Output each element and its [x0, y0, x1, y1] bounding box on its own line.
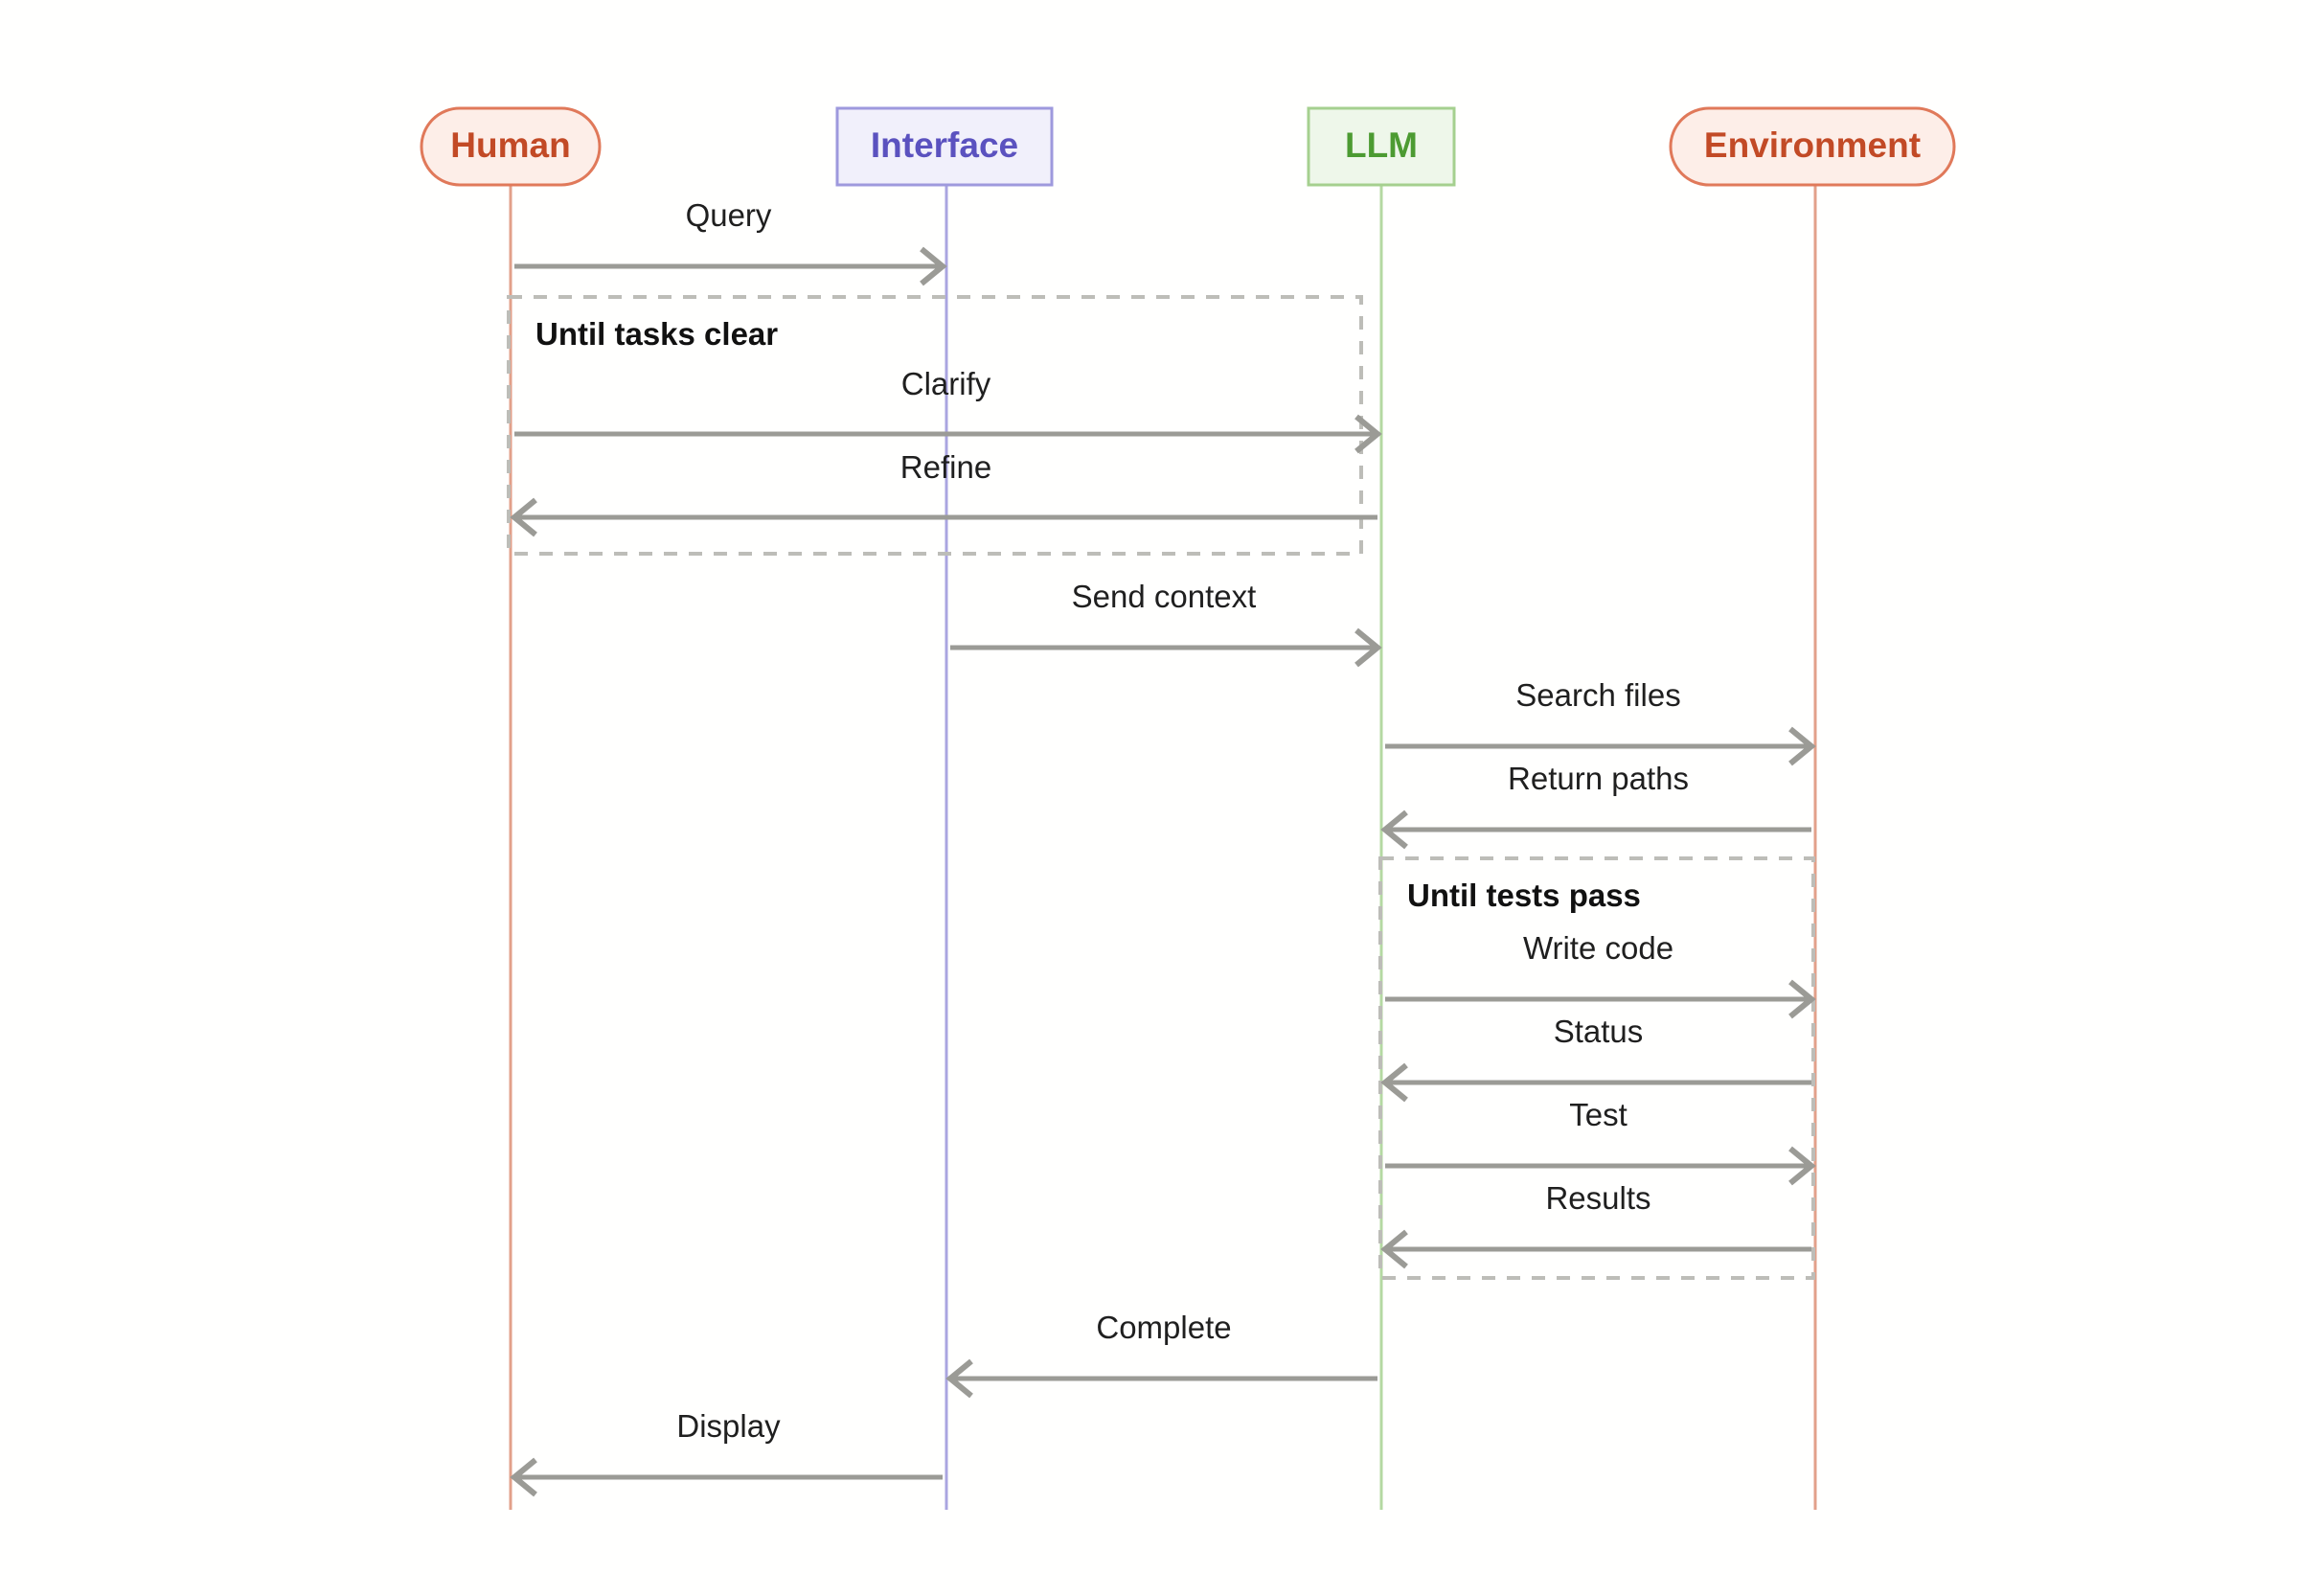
message-m6: Return paths: [1380, 761, 1811, 850]
message-arrowhead-m2: [1354, 414, 1382, 454]
message-arrowhead-m3: [510, 497, 537, 537]
message-label-m3: Refine: [900, 449, 991, 485]
message-m8: Status: [1380, 1014, 1811, 1103]
message-arrowhead-m6: [1380, 809, 1408, 850]
loop-label-loop-tasks-clear: Until tasks clear: [535, 316, 778, 352]
message-m11: Complete: [945, 1310, 1377, 1399]
message-m5: Search files: [1385, 677, 1816, 766]
message-label-m1: Query: [686, 197, 772, 233]
message-label-m9: Test: [1569, 1097, 1628, 1132]
message-label-m11: Complete: [1096, 1310, 1231, 1345]
message-label-m12: Display: [676, 1408, 781, 1444]
message-label-m2: Clarify: [901, 366, 991, 401]
actor-llm[interactable]: LLM: [1307, 106, 1456, 187]
message-m4: Send context: [950, 579, 1382, 668]
message-label-m4: Send context: [1072, 579, 1257, 614]
message-arrowhead-m8: [1380, 1062, 1408, 1103]
message-m7: Write code: [1385, 930, 1816, 1019]
actor-box-environment[interactable]: [1669, 106, 1956, 187]
message-m10: Results: [1380, 1180, 1811, 1269]
loop-label-loop-tests-pass: Until tests pass: [1407, 878, 1641, 913]
actor-box-llm[interactable]: [1307, 106, 1456, 187]
message-arrowhead-m10: [1380, 1229, 1408, 1269]
actor-label-human: Human: [450, 125, 570, 165]
message-arrowhead-m9: [1788, 1146, 1816, 1186]
actor-human[interactable]: Human: [420, 106, 602, 187]
message-label-m7: Write code: [1523, 930, 1673, 966]
message-arrowhead-m11: [945, 1358, 973, 1399]
loop-fragment-box-loop-tasks-clear: [507, 295, 1363, 556]
actor-box-human[interactable]: [420, 106, 602, 187]
message-m1: Query: [514, 197, 947, 286]
message-m12: Display: [510, 1408, 943, 1497]
message-m3: Refine: [510, 449, 1377, 537]
actor-label-llm: LLM: [1345, 125, 1418, 165]
message-label-m10: Results: [1545, 1180, 1650, 1216]
actor-box-interface[interactable]: [835, 106, 1054, 187]
message-arrowhead-m5: [1788, 726, 1816, 766]
actor-environment[interactable]: Environment: [1669, 106, 1956, 187]
message-arrowhead-m4: [1354, 627, 1382, 668]
message-m2: Clarify: [514, 366, 1382, 454]
message-label-m8: Status: [1554, 1014, 1644, 1049]
actor-label-interface: Interface: [871, 125, 1018, 165]
message-arrowhead-m1: [920, 246, 947, 286]
message-arrowhead-m12: [510, 1457, 537, 1497]
actor-label-environment: Environment: [1704, 125, 1921, 165]
actor-boxes-layer: Human Interface LLM Environment: [420, 106, 1956, 187]
message-label-m6: Return paths: [1508, 761, 1689, 796]
actor-interface[interactable]: Interface: [835, 106, 1054, 187]
message-arrowhead-m7: [1788, 979, 1816, 1019]
lifelines-layer: [509, 185, 1817, 1510]
loop-fragment-box-loop-tests-pass: [1378, 856, 1815, 1280]
message-label-m5: Search files: [1515, 677, 1680, 713]
message-m9: Test: [1385, 1097, 1816, 1186]
